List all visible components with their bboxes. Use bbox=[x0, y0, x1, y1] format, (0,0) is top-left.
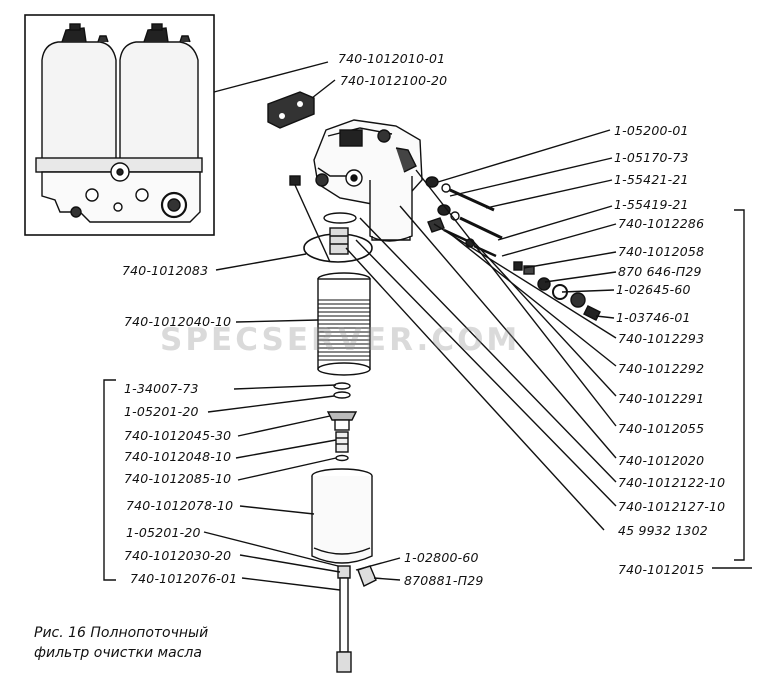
part-label: 1-02645-60 bbox=[616, 282, 691, 297]
part-label: 740-1012010-01 bbox=[338, 51, 446, 66]
assembled-filter-inset bbox=[24, 14, 215, 236]
part-label: 1-34007-73 bbox=[124, 381, 199, 396]
part-label: 740-1012293 bbox=[618, 331, 705, 346]
part-label: 870881-П29 bbox=[404, 573, 484, 588]
figure-caption-line1: Рис. 16 Полнопоточный bbox=[34, 625, 209, 641]
part-label: 1-02800-60 bbox=[404, 550, 479, 565]
part-label: 1-55419-21 bbox=[614, 197, 689, 212]
part-label: 740-1012083 bbox=[122, 263, 209, 278]
part-label: 1-03746-01 bbox=[616, 310, 691, 325]
part-label: 740-1012286 bbox=[618, 216, 705, 231]
watermark-text: SPECSERVER.COM bbox=[160, 322, 521, 358]
part-label: 1-05170-73 bbox=[614, 150, 689, 165]
filter-bowl bbox=[311, 468, 373, 564]
part-label: 740-1012078-10 bbox=[126, 498, 234, 513]
part-label: 45 9932 1302 bbox=[618, 523, 708, 538]
part-label: 740-1012076-01 bbox=[130, 571, 238, 586]
part-label: 740-1012055 bbox=[618, 421, 705, 436]
part-label: 740-1012100-20 bbox=[340, 73, 448, 88]
filter-element bbox=[317, 272, 371, 376]
part-label: 740-1012122-10 bbox=[618, 475, 726, 490]
part-label: 740-1012085-10 bbox=[124, 471, 232, 486]
part-label: 740-1012030-20 bbox=[124, 548, 232, 563]
part-label: 740-1012020 bbox=[618, 453, 705, 468]
part-label: 1-05201-20 bbox=[126, 525, 201, 540]
figure-caption-line2: фильтр очистки масла bbox=[34, 645, 202, 661]
part-label: 740-1012058 bbox=[618, 244, 705, 259]
part-label: 870 646-П29 bbox=[618, 264, 702, 279]
part-label: 740-1012048-10 bbox=[124, 449, 232, 464]
part-label: 740-1012015 bbox=[618, 562, 705, 577]
part-label: 740-1012127-10 bbox=[618, 499, 726, 514]
part-label: 740-1012292 bbox=[618, 361, 705, 376]
part-label: 740-1012040-10 bbox=[124, 314, 232, 329]
part-label: 1-05200-01 bbox=[614, 123, 689, 138]
part-label: 740-1012291 bbox=[618, 391, 705, 406]
part-label: 1-05201-20 bbox=[124, 404, 199, 419]
gasket-plate bbox=[267, 91, 315, 129]
part-label: 740-1012045-30 bbox=[124, 428, 232, 443]
filter-head-housing bbox=[313, 119, 423, 242]
part-label: 1-55421-21 bbox=[614, 172, 689, 187]
